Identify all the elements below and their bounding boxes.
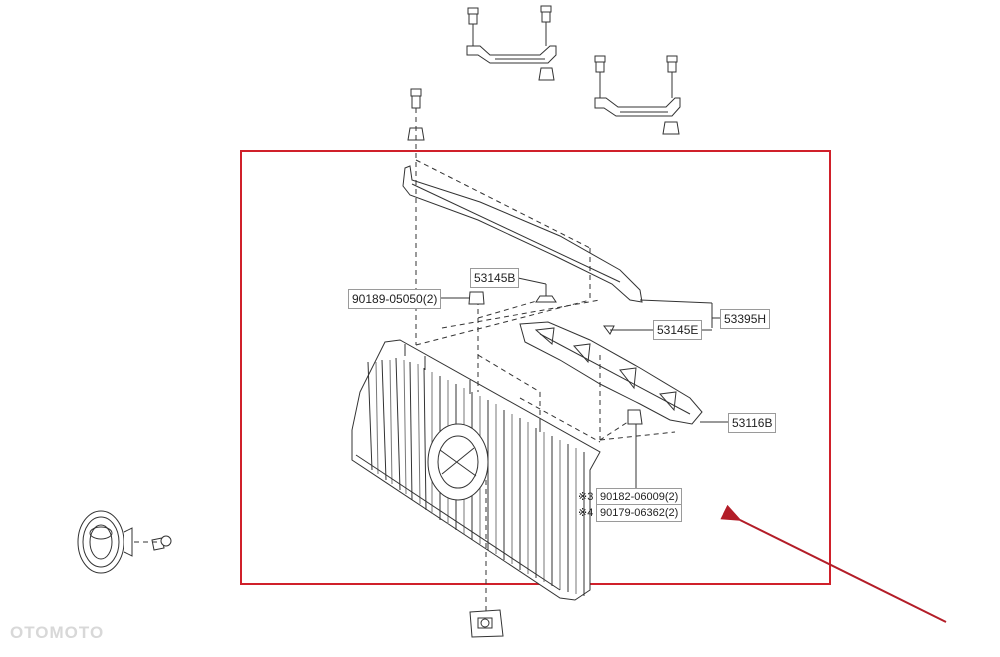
small-fasteners: [468, 284, 643, 425]
sensor-bracket: [469, 609, 504, 638]
callout-53116B: 53116B: [728, 413, 777, 433]
callout-90179-06362: 90179-06362(2): [596, 504, 683, 522]
callout-53145E: 53145E: [653, 320, 703, 340]
callout-90182-06009: 90182-06009(2): [596, 488, 683, 506]
pointer-arrow: [720, 504, 947, 623]
emblem: [77, 510, 172, 574]
bolt-upper: [407, 88, 425, 141]
callout-53145B: 53145B: [470, 268, 520, 288]
grille-support: [519, 321, 703, 425]
upper-bracket-right: [594, 55, 681, 135]
upper-molding: [402, 165, 643, 303]
callout-90189-05050: 90189-05050(2): [348, 289, 442, 309]
callout-53395H: 53395H: [720, 309, 771, 329]
upper-bracket-left: [466, 5, 557, 81]
radiator-grille: [351, 339, 601, 601]
assembly-lines: [134, 108, 676, 612]
note-marker-4: ※4: [578, 507, 594, 519]
highlight-box: [240, 150, 831, 585]
leader-lines: [440, 277, 728, 499]
watermark: OTOMOTO: [10, 623, 105, 642]
note-marker-3: ※3: [578, 491, 594, 503]
